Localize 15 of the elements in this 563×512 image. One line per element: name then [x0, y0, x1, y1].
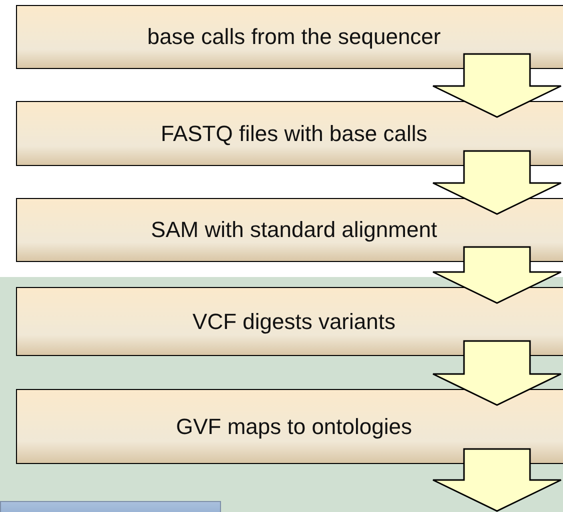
block-arrow: [432, 246, 562, 304]
block-arrow: [432, 150, 562, 215]
box-label: SAM with standard alignment: [150, 217, 438, 243]
process-box: [16, 389, 563, 464]
process-box: [16, 5, 563, 69]
process-box: [16, 287, 563, 356]
box-label: VCF digests variants: [192, 308, 396, 334]
process-box: [16, 101, 563, 166]
block-arrow: [432, 448, 562, 512]
box-label: base calls from the sequencer: [147, 24, 441, 50]
box-label: GVF maps to ontologies: [176, 414, 412, 440]
process-box: [16, 198, 563, 262]
block-arrow: [432, 53, 562, 118]
box-label: FASTQ files with base calls: [160, 120, 428, 146]
block-arrow: [432, 340, 562, 406]
